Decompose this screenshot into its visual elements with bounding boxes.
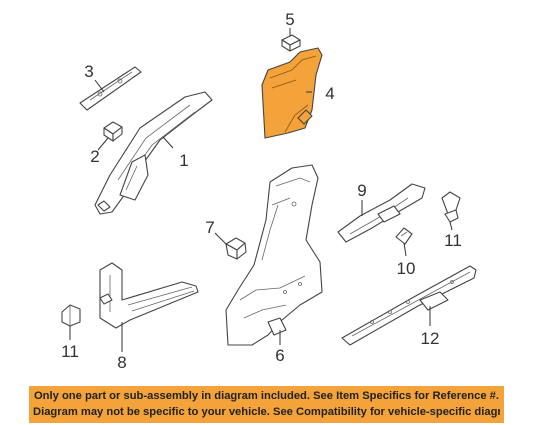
callout-9: 9: [357, 181, 366, 200]
part-4-highlighted-trim: [261, 47, 323, 139]
part-5-clip: [281, 34, 301, 52]
part-11-clip-left: [61, 304, 81, 327]
callout-4: 4: [325, 84, 334, 103]
parts-diagram: 1 2 3 4 5 6 7 8 9 10 11 11 12: [61, 10, 477, 372]
part-7-clip: [225, 237, 247, 260]
leader-lines: [69, 28, 453, 352]
callout-8: 8: [117, 353, 126, 372]
part-1-a-pillar-trim: [94, 91, 213, 215]
disclaimer-line-1: Only one part or sub-assembly in diagram…: [33, 390, 500, 402]
part-12-scuff-plate: [341, 265, 477, 346]
part-3-strip: [79, 66, 142, 111]
callout-11-right: 11: [444, 231, 462, 250]
disclaimer-banner: Only one part or sub-assembly in diagram…: [29, 386, 504, 423]
callout-5: 5: [285, 10, 294, 29]
part-2-clip: [103, 121, 123, 142]
disclaimer-line-2: Diagram may not be specific to your vehi…: [33, 405, 500, 418]
part-10-clip: [395, 227, 413, 245]
callout-3: 3: [84, 62, 93, 81]
callout-labels: 1 2 3 4 5 6 7 8 9 10 11 11 12: [61, 10, 462, 372]
callout-2: 2: [90, 147, 99, 166]
callout-6: 6: [275, 346, 284, 365]
part-11-clip-right: [441, 191, 461, 223]
part-8-sill-trim: [99, 262, 199, 329]
part-6-b-pillar-lower-trim: [225, 164, 323, 346]
part-9-trim: [337, 183, 426, 243]
callout-1: 1: [179, 151, 188, 170]
callout-7: 7: [205, 218, 214, 237]
callout-11-left: 11: [61, 342, 79, 361]
callout-10: 10: [397, 259, 416, 278]
callout-12: 12: [421, 329, 440, 348]
